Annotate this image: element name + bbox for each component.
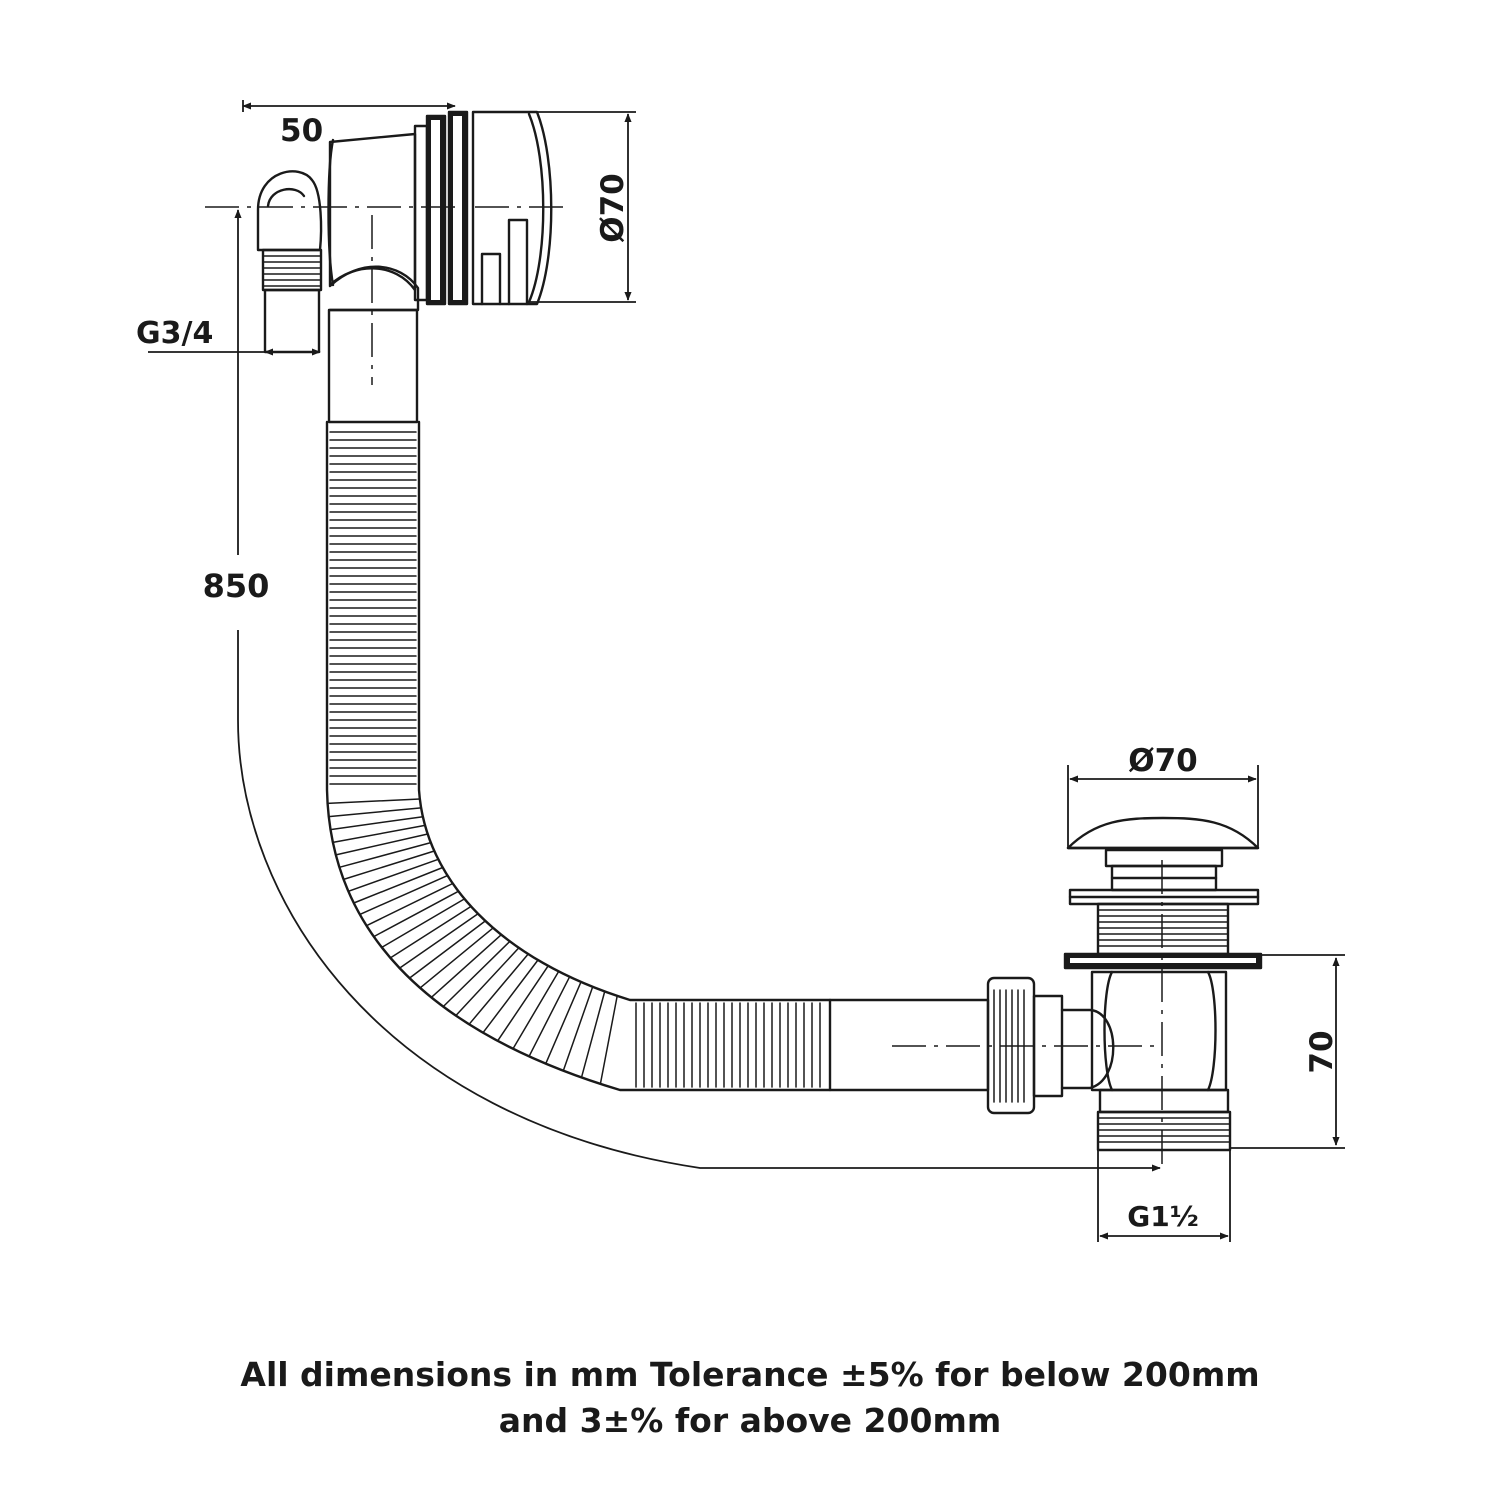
hose-rib <box>365 882 454 927</box>
hose-rib <box>389 905 472 959</box>
overflow-tail-pipe <box>327 308 419 424</box>
label-overflow-depth: 50 <box>280 113 323 149</box>
hose-corrugation <box>326 431 821 1088</box>
hose-rib <box>599 995 618 1085</box>
overflow-assembly <box>256 110 553 424</box>
tolerance-note: All dimensions in mm Tolerance ±5% for b… <box>0 1352 1500 1444</box>
hose-rib <box>398 913 479 969</box>
hose-rib <box>373 890 460 938</box>
hose-rib <box>342 850 436 881</box>
tolerance-note-line1: All dimensions in mm Tolerance ±5% for b… <box>240 1355 1260 1394</box>
hose-rib <box>468 953 529 1026</box>
label-hose-length: 850 <box>203 567 270 605</box>
dim-waste-height <box>1230 954 1345 1149</box>
label-outlet-thread: G1½ <box>1127 1200 1198 1233</box>
hose-rib <box>442 940 511 1008</box>
hose-rib <box>332 824 426 844</box>
overflow-face-plate <box>471 110 553 306</box>
hose-rib <box>381 898 466 949</box>
flexible-hose <box>325 420 990 1092</box>
hose-rib <box>512 970 560 1050</box>
label-waste-diameter: Ø70 <box>1128 743 1198 779</box>
hose-rib <box>329 815 424 831</box>
waste-cap <box>1066 816 1260 850</box>
hose-rib <box>430 933 503 999</box>
overflow-thread-lines <box>263 255 321 287</box>
hose-rib <box>328 807 422 818</box>
label-overflow-diameter: Ø70 <box>595 173 631 243</box>
hose-end-sleeve <box>828 998 990 1092</box>
hose-rib <box>338 841 432 869</box>
hose-rib <box>528 976 571 1058</box>
dim-overflow-diameter <box>530 111 636 303</box>
dim-overflow-depth <box>242 100 456 112</box>
waste-outlet-thread <box>1096 1110 1232 1152</box>
hose-rib <box>580 990 606 1079</box>
hose-rib <box>347 858 440 893</box>
hose-rib <box>359 874 449 916</box>
hose-rib <box>408 920 487 979</box>
overflow-inlet-elbow <box>256 170 323 252</box>
hose-rib <box>419 927 494 989</box>
hose-rib <box>545 981 582 1065</box>
hose-rib <box>326 798 421 805</box>
hose-rib <box>353 866 444 904</box>
dim-hose-length <box>234 209 1161 1172</box>
hose-rib <box>562 986 594 1072</box>
label-inlet-thread: G3/4 <box>136 316 213 351</box>
waste-assembly <box>986 816 1263 1152</box>
overflow-gasket <box>413 110 469 306</box>
hose-rib <box>496 965 549 1042</box>
hose-rib <box>482 959 539 1034</box>
dim-outlet-thread <box>1097 1150 1231 1242</box>
centre-lines <box>205 206 1163 1165</box>
hose-outline-outer <box>325 420 832 1092</box>
label-waste-height: 70 <box>1304 1030 1340 1073</box>
dim-waste-diameter <box>1067 765 1259 848</box>
hose-outline-inner <box>417 420 832 1002</box>
hose-rib <box>455 947 520 1017</box>
hose-rib <box>335 833 429 856</box>
tolerance-note-line2: and 3±% for above 200mm <box>498 1401 1002 1440</box>
